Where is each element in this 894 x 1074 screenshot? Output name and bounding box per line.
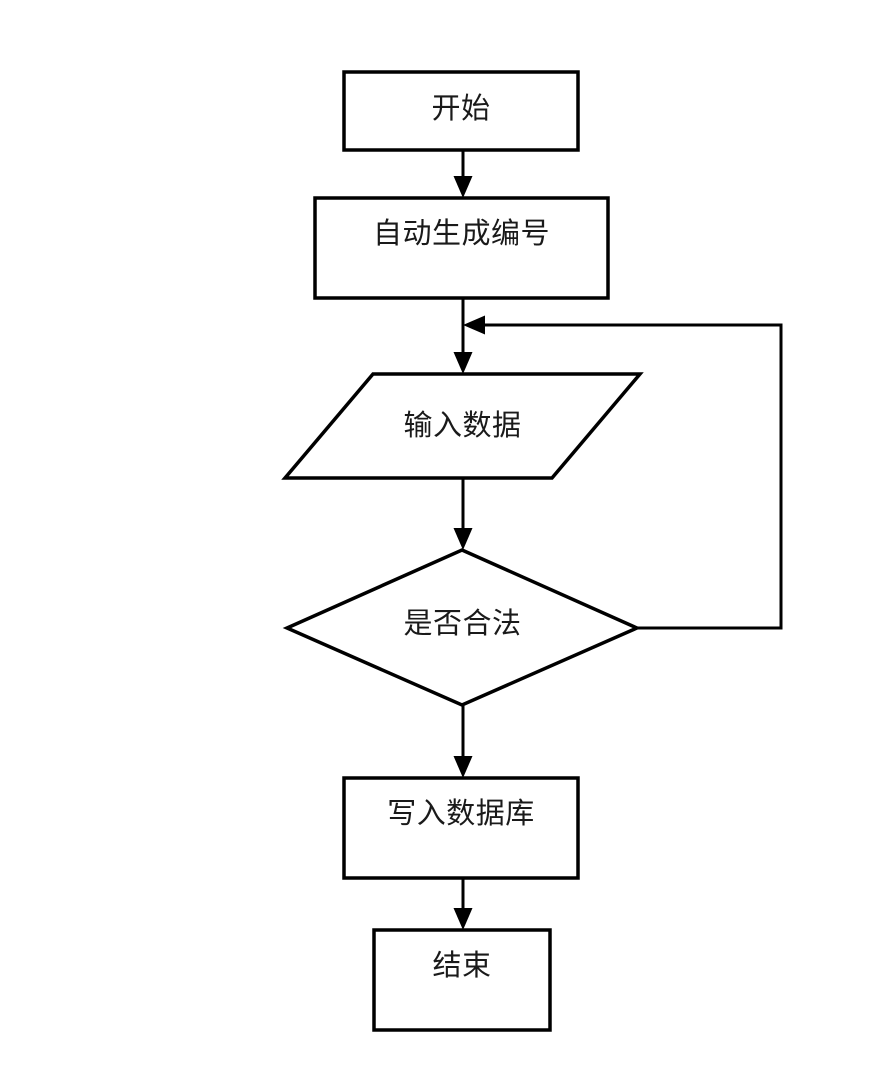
node-writedb-label: 写入数据库 <box>387 796 535 830</box>
node-start[interactable] <box>342 70 580 152</box>
node-end[interactable] <box>372 928 552 1032</box>
node-end-label: 结束 <box>432 948 492 982</box>
edge-start-to-autonumber <box>453 150 473 198</box>
edge-writedb-to-end <box>453 878 473 930</box>
edge-autonumber-to-input <box>453 298 473 374</box>
edge-decision-to-writedb <box>453 705 473 778</box>
edge-input-to-decision <box>453 478 473 550</box>
node-autonumber-label: 自动生成编号 <box>372 216 550 250</box>
node-decision-label: 是否合法 <box>403 606 522 640</box>
node-start-label: 开始 <box>431 91 491 125</box>
node-input-parallelogram[interactable] <box>281 372 644 480</box>
node-writedb[interactable] <box>342 776 580 880</box>
edge-decision-loopback-to-input <box>463 315 783 630</box>
node-input-label: 输入数据 <box>403 408 522 442</box>
node-autonumber[interactable] <box>313 196 610 300</box>
